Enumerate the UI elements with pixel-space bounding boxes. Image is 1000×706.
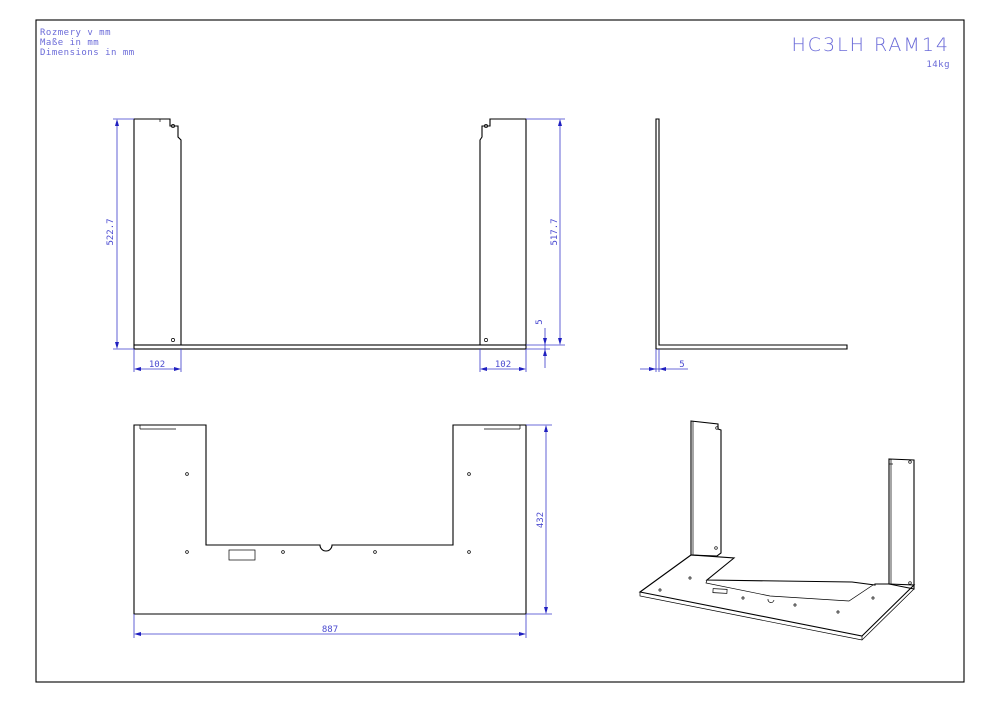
- side-view: 5: [640, 118, 848, 372]
- front-view: 522.7 517.7 5 102: [106, 118, 565, 372]
- top-plate-outline: [133, 424, 527, 615]
- top-cutout: [228, 549, 256, 561]
- side-profile: [655, 118, 848, 350]
- dim-front-plate-thickness: 5: [535, 319, 545, 324]
- sheet-border: [35, 19, 965, 683]
- dim-side-thickness: 5: [679, 360, 684, 370]
- drawing-weight: 14kg: [926, 60, 950, 70]
- iso-right-upright: [888, 458, 915, 590]
- units-note-en: Dimensions in mm: [40, 48, 135, 58]
- dim-front-left-height: 522.7: [106, 218, 116, 245]
- units-note: Rozmery v mm Maße in mm Dimensions in mm: [40, 28, 135, 58]
- dim-top-width: 887: [322, 625, 338, 635]
- dim-top-depth: 432: [536, 512, 546, 528]
- iso-left-upright: [690, 420, 722, 557]
- units-note-de: Maße in mm: [40, 38, 100, 48]
- iso-cutout: [712, 588, 728, 594]
- drawing-title: HC3LH RAM14: [791, 34, 950, 56]
- units-note-sk: Rozmery v mm: [40, 28, 112, 38]
- dim-front-right-width: 102: [495, 360, 511, 370]
- dim-front-left-width: 102: [149, 360, 165, 370]
- dim-front-right-height: 517.7: [550, 218, 560, 245]
- top-view: 432 887: [133, 424, 552, 638]
- isometric-view: [638, 420, 916, 641]
- iso-base-plate: [638, 554, 916, 637]
- front-right-upright: [479, 118, 527, 346]
- front-base-plate: [133, 344, 527, 350]
- front-left-upright: [133, 118, 182, 346]
